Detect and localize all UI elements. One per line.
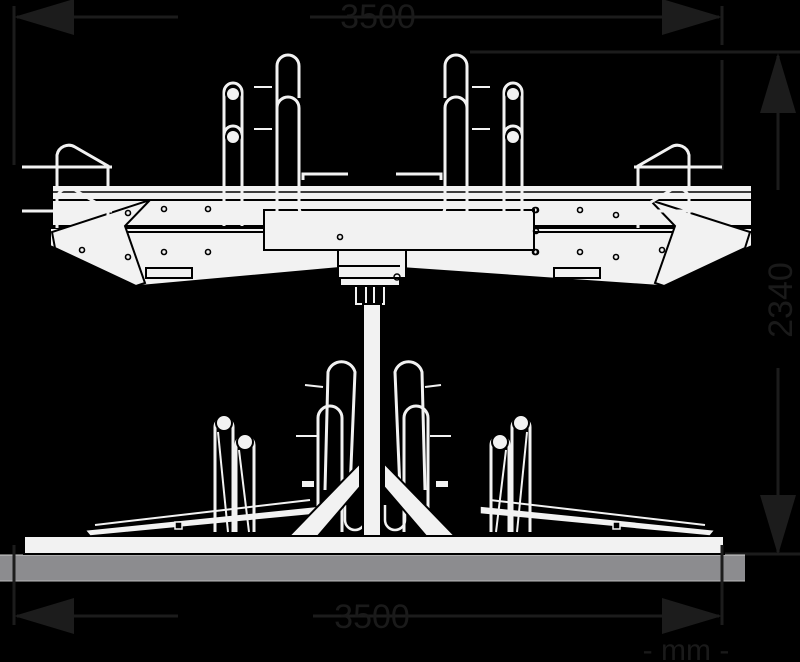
base-plate bbox=[23, 535, 725, 555]
height-dimension: 2340 bbox=[470, 50, 800, 556]
upper-tier bbox=[22, 53, 753, 288]
bottom-width-dimension: 3500 - mm - bbox=[12, 545, 730, 662]
height-label: 2340 bbox=[762, 262, 800, 338]
bottom-width-label: 3500 bbox=[334, 598, 410, 636]
unit-label: - mm - bbox=[643, 634, 730, 662]
top-width-label: 3500 bbox=[340, 0, 416, 36]
top-width-dimension: 3500 bbox=[12, 0, 724, 165]
lower-tier bbox=[83, 360, 717, 537]
center-post bbox=[286, 279, 458, 537]
ground bbox=[0, 554, 745, 582]
